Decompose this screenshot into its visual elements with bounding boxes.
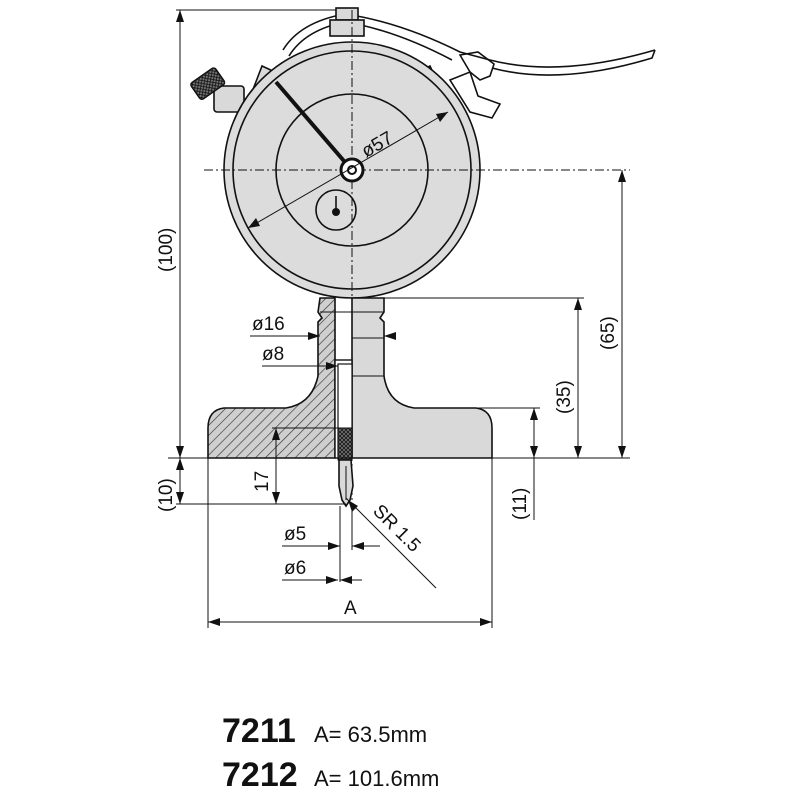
clamp-screw bbox=[213, 85, 245, 113]
model-code: 7212 bbox=[222, 756, 298, 794]
base-body bbox=[351, 297, 493, 459]
contact-diameter-large-label: ø6 bbox=[284, 558, 306, 579]
spindle-diameter-label: ø8 bbox=[262, 344, 284, 365]
clamp-knob bbox=[190, 67, 226, 100]
contact-diameter-small-label: ø5 bbox=[284, 524, 306, 545]
height-total-label: (100) bbox=[156, 228, 177, 272]
revolution-counter bbox=[315, 189, 357, 231]
stem-and-base bbox=[207, 297, 493, 508]
model-spec: A= 101.6mm bbox=[314, 766, 440, 791]
contact-extension-label: (11) bbox=[510, 488, 531, 520]
spindle-knurl bbox=[337, 427, 353, 461]
stem-diameter-label: ø16 bbox=[252, 314, 285, 335]
bore-depth-label: 17 bbox=[252, 471, 273, 492]
base-width-label: A bbox=[344, 598, 357, 619]
base-thickness-label: (10) bbox=[156, 478, 177, 512]
lifting-lever bbox=[282, 13, 656, 68]
top-cap bbox=[335, 7, 359, 21]
dial-gauge: ø57 bbox=[190, 7, 656, 510]
height-dial-center-label: (65) bbox=[598, 316, 619, 350]
model-row: 7211 A= 63.5mm bbox=[222, 712, 439, 756]
model-table: 7211 A= 63.5mm 7212 A= 101.6mm bbox=[222, 712, 439, 800]
dial-needle bbox=[274, 80, 352, 170]
height-stem-label: (35) bbox=[554, 380, 575, 414]
base-section bbox=[207, 297, 336, 459]
model-spec: A= 63.5mm bbox=[314, 722, 428, 747]
model-row: 7212 A= 101.6mm bbox=[222, 756, 439, 800]
model-code: 7211 bbox=[222, 712, 296, 750]
